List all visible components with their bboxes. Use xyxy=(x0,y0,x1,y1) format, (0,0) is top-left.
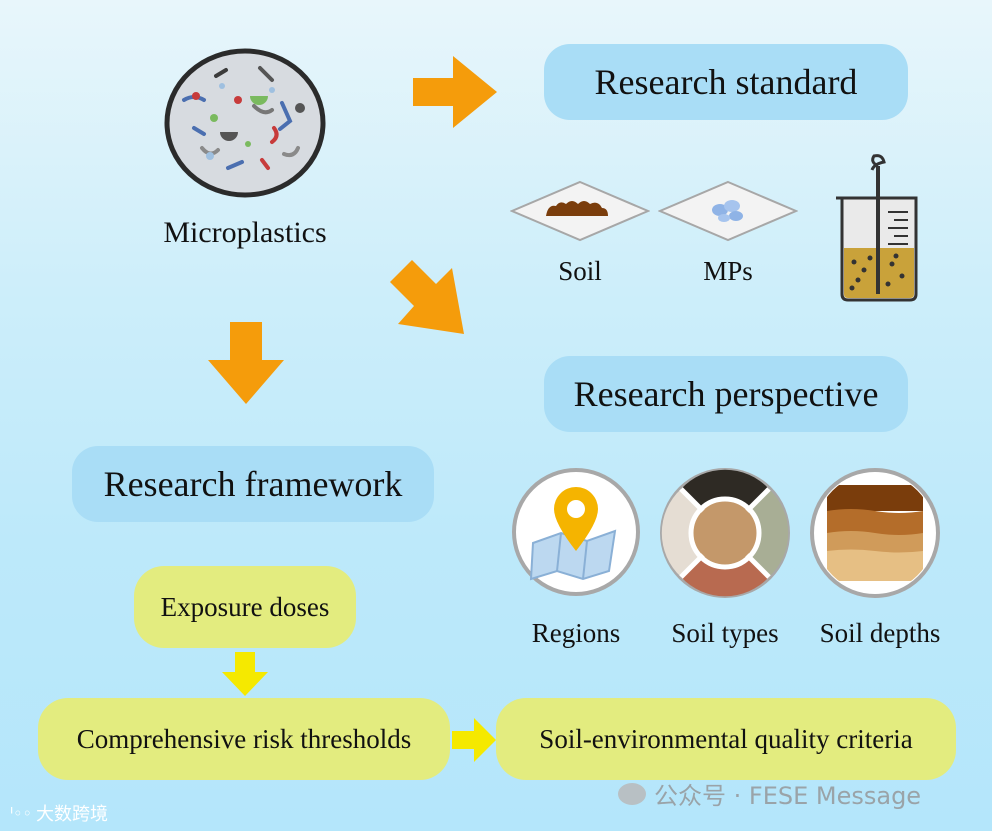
microplastics-label: Microplastics xyxy=(163,216,327,249)
wechat-watermark-text: 公众号 · FESE Message xyxy=(654,782,922,810)
arrow-down-icon xyxy=(208,322,284,404)
wechat-icon xyxy=(618,782,646,805)
wechat-watermark: 公众号 · FESE Message xyxy=(618,776,921,811)
research-framework-box: Research framework xyxy=(72,446,434,522)
arrow-right-icon xyxy=(413,56,497,128)
map-pin-icon xyxy=(512,468,640,596)
quality-criteria-box: Soil-environmental quality criteria xyxy=(496,698,956,780)
microplastics-petri-dish-icon xyxy=(164,48,326,198)
risk-thresholds-box: Comprehensive risk thresholds xyxy=(38,698,450,780)
soil-types-icon xyxy=(660,468,790,598)
arrow-right-yellow-icon xyxy=(452,718,496,762)
exposure-doses-box: Exposure doses xyxy=(134,566,356,648)
soil-depths-icon xyxy=(810,468,940,598)
arrow-diagonal-icon xyxy=(390,260,464,334)
soil-types-label: Soil types xyxy=(671,618,779,648)
microplastics-sample-icon xyxy=(658,180,798,242)
soil-sample-icon xyxy=(510,180,650,242)
research-standard-box: Research standard xyxy=(544,44,908,120)
research-perspective-box: Research perspective xyxy=(544,356,908,432)
brand-logo-icon: ᑊ◦◦ xyxy=(10,803,32,823)
mps-label: MPs xyxy=(703,256,753,286)
beaker-icon xyxy=(836,154,918,302)
soil-depths-label: Soil depths xyxy=(819,618,941,648)
brand-watermark-text: 大数跨境 xyxy=(35,804,108,825)
brand-watermark: ᑊ◦◦ 大数跨境 xyxy=(10,800,108,826)
regions-label: Regions xyxy=(531,618,621,648)
arrow-down-yellow-icon xyxy=(222,652,268,696)
soil-label: Soil xyxy=(558,256,602,286)
